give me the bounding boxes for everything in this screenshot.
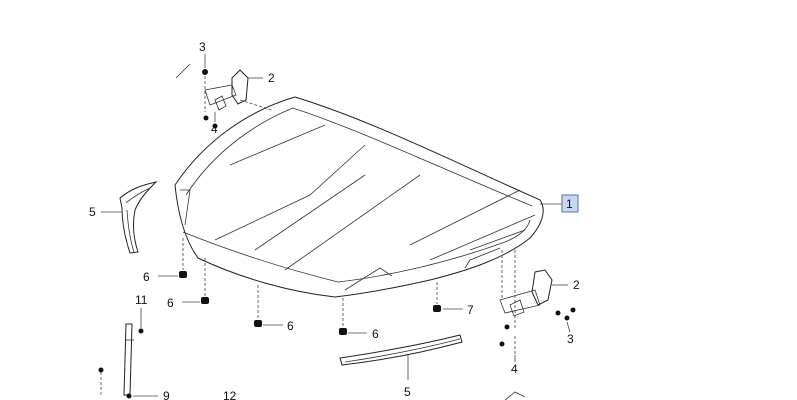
callout-9[interactable]: 9 <box>133 389 170 400</box>
callout-3-right[interactable]: 3 <box>566 321 574 346</box>
svg-text:4: 4 <box>511 362 518 376</box>
callout-11[interactable]: 11 <box>135 293 148 328</box>
callout-2-top[interactable]: 2 <box>248 71 275 85</box>
left-side-seal[interactable] <box>119 181 158 254</box>
callout-12[interactable]: 12 <box>223 389 237 400</box>
callout-3-top[interactable]: 3 <box>199 40 206 68</box>
svg-text:4: 4 <box>211 122 218 136</box>
svg-text:3: 3 <box>567 332 574 346</box>
front-seal[interactable] <box>339 334 463 366</box>
callout-4-top[interactable]: 4 <box>211 112 218 136</box>
svg-text:5: 5 <box>89 205 96 219</box>
svg-text:7: 7 <box>467 303 474 317</box>
svg-text:2: 2 <box>573 278 580 292</box>
partial-lower-part <box>504 391 526 400</box>
svg-text:6: 6 <box>287 319 294 333</box>
callout-1-highlight <box>561 194 579 213</box>
bumper-d[interactable] <box>339 298 347 335</box>
svg-text:2: 2 <box>268 71 275 85</box>
svg-text:6: 6 <box>372 327 379 341</box>
callout-2-right[interactable]: 2 <box>552 278 580 292</box>
svg-text:6: 6 <box>167 296 174 310</box>
callout-7[interactable]: 7 <box>443 303 474 317</box>
bumper-a[interactable] <box>179 238 187 278</box>
clip-7[interactable] <box>433 282 441 312</box>
svg-text:12: 12 <box>223 389 237 400</box>
callout-1[interactable]: 1 <box>540 194 579 213</box>
bumper-b[interactable] <box>201 258 209 304</box>
svg-text:5: 5 <box>404 385 411 399</box>
hood-panel[interactable] <box>174 96 544 298</box>
top-hinge-assembly[interactable] <box>175 63 273 129</box>
prop-rod[interactable] <box>98 323 144 399</box>
callout-6-b[interactable]: 6 <box>167 296 200 310</box>
callout-5-left[interactable]: 5 <box>89 205 122 219</box>
callout-5-front[interactable]: 5 <box>404 355 411 399</box>
callout-6-c[interactable]: 6 <box>263 319 294 333</box>
callout-6-d[interactable]: 6 <box>348 327 379 341</box>
svg-text:6: 6 <box>143 270 150 284</box>
callout-6-a[interactable]: 6 <box>143 270 178 284</box>
svg-text:9: 9 <box>163 389 170 400</box>
right-hinge-assembly[interactable] <box>499 250 576 355</box>
svg-text:11: 11 <box>135 293 148 307</box>
svg-text:3: 3 <box>199 40 206 54</box>
callout-4-right[interactable]: 4 <box>511 355 518 376</box>
callout-1-label: 1 <box>566 197 573 211</box>
bumper-c[interactable] <box>254 285 262 327</box>
